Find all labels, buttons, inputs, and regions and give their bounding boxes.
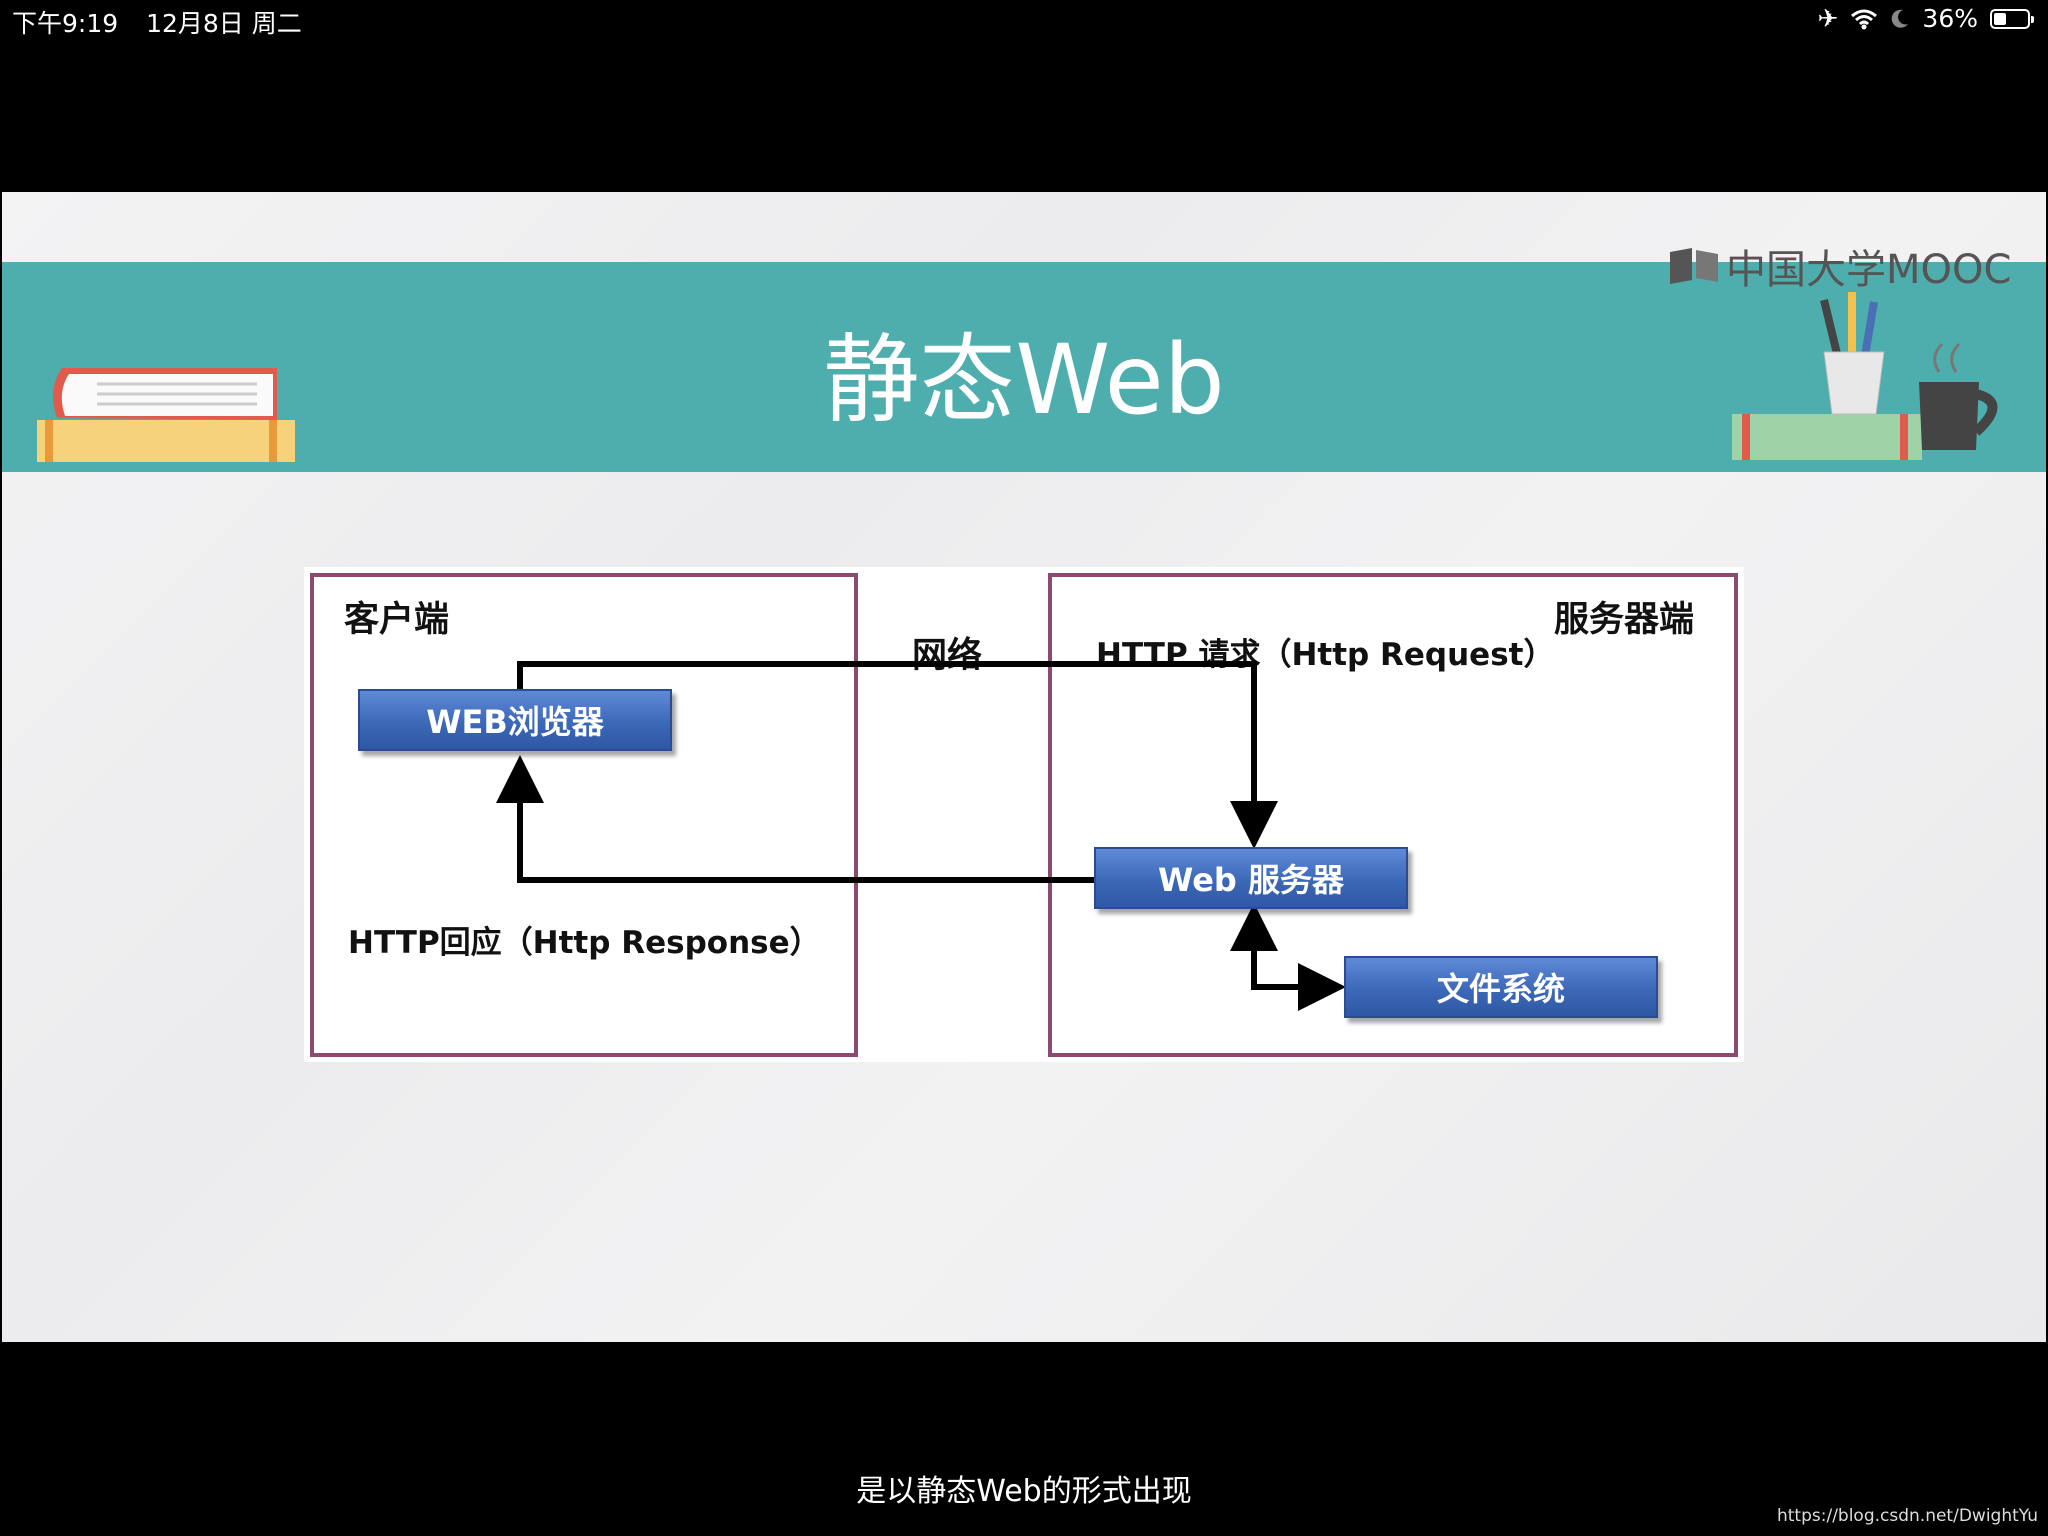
books-illustration: [37, 368, 295, 462]
watermark: https://blog.csdn.net/DwightYu: [1776, 1506, 2038, 1526]
status-time: 下午9:19: [12, 9, 119, 38]
slide: 静态Web 中国大学MOOC 客户端 网络 服务器端 HTTP 请求（Http …: [2, 192, 2046, 1342]
client-box: [310, 573, 858, 1057]
web-server-node: Web 服务器: [1094, 847, 1408, 909]
static-web-diagram: 客户端 网络 服务器端 HTTP 请求（Http Request） HTTP回应…: [304, 567, 1744, 1062]
logo-text: 中国大学MOOC: [1726, 247, 2012, 293]
slide-title: 静态Web: [823, 324, 1225, 436]
response-arrow: [496, 755, 1096, 883]
status-bar: 下午9:19 12月8日 周二 ✈ 36%: [0, 0, 2048, 40]
client-label: 客户端: [344, 600, 450, 640]
server-label: 服务器端: [1554, 600, 1695, 640]
desk-illustration: [1732, 292, 1998, 460]
network-label: 网络: [912, 636, 983, 676]
moon-icon: [1892, 9, 1909, 28]
battery-percent: 36%: [1922, 4, 1978, 33]
battery-fill: [1994, 12, 2006, 25]
battery-icon: [1990, 8, 2034, 29]
book-logo-icon: [1670, 248, 1718, 284]
video-subtitle: 是以静态Web的形式出现: [856, 1474, 1192, 1509]
status-date: 12月8日 周二: [146, 9, 302, 38]
file-system-arrow: [1251, 919, 1346, 1011]
response-label: HTTP回应（Http Response）: [348, 925, 821, 961]
file-system-node: 文件系统: [1344, 956, 1658, 1018]
browser-node: WEB浏览器: [358, 689, 672, 751]
title-banner: [2, 262, 2046, 472]
wifi-icon: [1851, 9, 1878, 29]
mooc-logo: 中国大学MOOC: [1668, 237, 2011, 295]
server-box: [1048, 573, 1738, 1057]
airplane-icon: ✈: [1817, 4, 1839, 33]
